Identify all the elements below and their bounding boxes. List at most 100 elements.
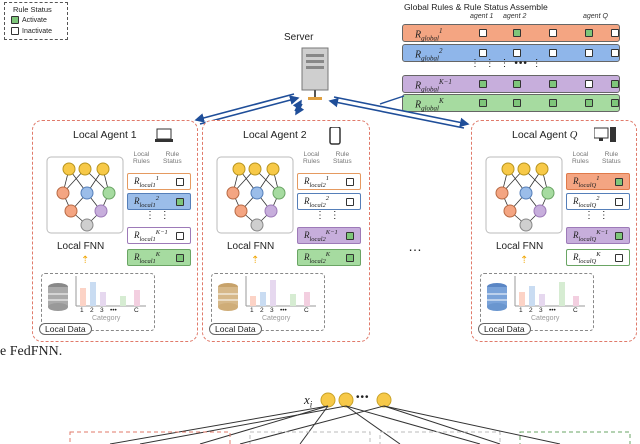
- global-status-box: [549, 99, 557, 107]
- local-rule-letter: R: [573, 196, 579, 206]
- local-rule-letter: R: [304, 252, 310, 262]
- local-rule-sub-text: local: [309, 181, 323, 189]
- local-rule-sub-index: Q: [591, 181, 597, 189]
- local-rule-sub: localQ: [579, 236, 597, 243]
- local-rule-sub-text: local: [578, 235, 592, 243]
- desktop-icon: [594, 127, 616, 142]
- global-status-box: [549, 29, 557, 37]
- global-status-box: [479, 49, 487, 57]
- agent-title-prefix: Local Agent: [73, 129, 131, 141]
- local-fnn-label: Local FNN: [227, 241, 275, 252]
- category-label: Category: [531, 315, 560, 322]
- bottom-dots: •••: [356, 392, 370, 403]
- legend-activate: Activate: [11, 16, 47, 24]
- legend-title: Rule Status: [13, 5, 52, 14]
- local-data-label: Local Data: [478, 323, 531, 335]
- local-rules-header: Local Rules: [572, 151, 589, 165]
- local-rule-sub-index: Q: [591, 257, 597, 265]
- category-histogram: [245, 276, 316, 307]
- xi-main: x: [304, 392, 310, 407]
- local-rule-sup: 1: [325, 175, 329, 182]
- arrow-server-to-agentq: [333, 96, 470, 128]
- local-rule-sub-text: local: [578, 181, 592, 189]
- agent-title-number: 1: [130, 129, 137, 141]
- local-rule-label: Rlocal11: [134, 175, 159, 189]
- global-status-box: [611, 80, 619, 88]
- local-status-box: [346, 178, 354, 186]
- local-rule-sub: local1: [140, 202, 156, 209]
- category-tick: 2: [529, 307, 533, 314]
- local-rule-row: Rlocal2K: [297, 249, 361, 266]
- global-rule-row: RglobalK−1: [402, 75, 620, 93]
- local-status-box: [176, 232, 184, 240]
- arrow-server-to-agent1: [194, 93, 295, 123]
- agents-ellipsis: …: [408, 238, 422, 254]
- global-status-box: [479, 99, 487, 107]
- local-rule-label: Rlocal2K−1: [304, 229, 338, 243]
- category-tick: 3: [539, 307, 543, 314]
- bottom-network-diagram: [69, 392, 631, 444]
- global-status-box: [513, 80, 521, 88]
- global-rule-sup: K: [439, 97, 444, 105]
- local-status-box: [346, 198, 354, 206]
- up-arrow-icon: ⇡: [251, 255, 260, 266]
- local-rule-letter: R: [134, 252, 140, 262]
- global-rule-sup: 1: [439, 27, 443, 35]
- local-status-box: [615, 232, 623, 240]
- local-rule-sup: 1: [596, 175, 600, 182]
- global-status-box: [585, 29, 593, 37]
- local-rule-letter: R: [573, 252, 579, 262]
- global-rule-letter: R: [415, 80, 422, 92]
- arrow-agentq-to-server: [328, 97, 465, 129]
- local-rule-sub-index: Q: [591, 201, 597, 209]
- category-label: Category: [262, 315, 291, 322]
- global-rule-letter: R: [415, 99, 422, 111]
- local-rule-row: RlocalQ1: [566, 173, 630, 190]
- global-rule-row: Rglobal2: [402, 44, 620, 62]
- local-rule-sub: local2: [310, 182, 326, 189]
- local-rule-letter: R: [304, 230, 310, 240]
- local-rule-label: Rlocal1K−1: [134, 229, 168, 243]
- activate-swatch: [11, 16, 19, 24]
- database-icon: [48, 283, 68, 311]
- agent-title-number: Q: [569, 130, 578, 141]
- global-status-box: [549, 49, 557, 57]
- global-status-box: [585, 80, 593, 88]
- arrow-agent1-to-server: [199, 95, 300, 125]
- category-tick: 2: [260, 307, 264, 314]
- global-status-box: [479, 29, 487, 37]
- local-rule-row: RlocalQ2: [566, 193, 630, 210]
- figure-caption-fragment: e FedFNN.: [0, 344, 63, 359]
- server-label: Server: [284, 32, 314, 43]
- global-status-box: [611, 29, 619, 37]
- local-rule-sub-text: local: [578, 257, 592, 265]
- global-status-box: [549, 80, 557, 88]
- category-histogram: [75, 276, 146, 307]
- local-status-box: [615, 254, 623, 262]
- local-rules-ellipsis: ⋮ ⋮: [315, 210, 341, 221]
- local-rule-row: Rlocal1K: [127, 249, 191, 266]
- up-arrow-icon: ⇡: [81, 255, 90, 266]
- local-rule-sup: 2: [325, 195, 329, 202]
- local-rule-sub-index: 2: [322, 201, 326, 209]
- global-status-box: [611, 49, 619, 57]
- local-rule-sub: local1: [140, 258, 156, 265]
- local-rule-sub: local2: [310, 236, 326, 243]
- up-arrow-icon: ⇡: [520, 255, 529, 266]
- local-rule-row: Rlocal12: [127, 193, 191, 210]
- agent-col-2: agent 2: [503, 13, 527, 20]
- rule-status-legend: Rule Status Activate Inactivate: [4, 2, 68, 40]
- local-rule-sup: K: [325, 251, 331, 258]
- local-rule-sup: K−1: [325, 229, 338, 236]
- local-status-box: [176, 178, 184, 186]
- bottom-edges: [109, 405, 561, 444]
- local-rule-sub: local2: [310, 258, 326, 265]
- local-rule-letter: R: [134, 196, 140, 206]
- local-status-box: [615, 178, 623, 186]
